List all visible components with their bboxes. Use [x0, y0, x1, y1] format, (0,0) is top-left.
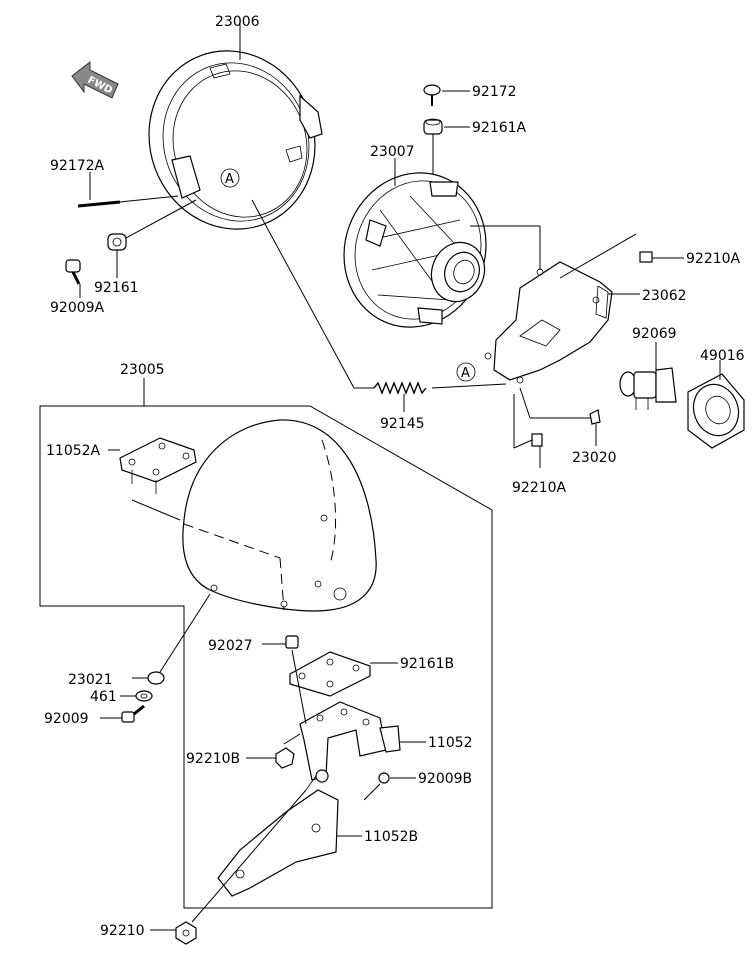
label-92161b: 92161B [400, 656, 454, 672]
label-92172: 92172 [472, 84, 517, 100]
label-92172a: 92172A [50, 158, 105, 174]
headlight-bracket [484, 261, 613, 384]
label-92027: 92027 [208, 638, 253, 654]
label-23062: 23062 [642, 288, 687, 304]
label-92161a: 92161A [472, 120, 527, 136]
label-23006: 23006 [215, 14, 260, 30]
grommet-92161 [107, 233, 127, 251]
washer-461 [135, 690, 153, 702]
label-11052: 11052 [428, 735, 473, 751]
label-92145: 92145 [380, 416, 425, 432]
spring-92145 [251, 199, 507, 395]
label-92009a: 92009A [50, 300, 105, 316]
clip-nut-92210a-bottom [531, 433, 543, 447]
label-11052b: 11052B [364, 829, 418, 845]
screw-92009 [121, 704, 145, 723]
grommet-92161a [423, 118, 443, 135]
cowl-assembly-outline [39, 378, 493, 909]
label-23007: 23007 [370, 144, 415, 160]
bracket-11052 [299, 701, 401, 781]
ref-mark-bracket: A [461, 366, 470, 381]
label-92009: 92009 [44, 711, 89, 727]
label-92210a-bottom: 92210A [512, 480, 567, 496]
plate-11052a [119, 437, 197, 494]
label-92161: 92161 [94, 280, 139, 296]
fwd-arrow-icon: FWD [71, 60, 119, 99]
socket-cover [687, 373, 745, 449]
screw-92009b [378, 772, 390, 784]
headlight-cowl [182, 419, 377, 612]
nut-92210b [275, 747, 295, 769]
stay-11052b [217, 769, 339, 897]
clip-nut-92210a-top [639, 251, 653, 263]
screw-92172a [77, 195, 179, 208]
collar-92027 [285, 635, 299, 649]
ref-mark-rim: A [225, 172, 234, 187]
label-11052a: 11052A [46, 443, 101, 459]
headlight-rim [148, 50, 323, 230]
label-23020: 23020 [572, 450, 617, 466]
headlight-unit [343, 172, 487, 328]
plate-92161b [289, 651, 371, 697]
label-23005: 23005 [120, 362, 165, 378]
label-92210: 92210 [100, 923, 145, 939]
grommet-23021 [147, 671, 165, 685]
label-92009b: 92009B [418, 771, 472, 787]
screw-92172 [423, 84, 441, 106]
label-92210a-top: 92210A [686, 251, 741, 267]
label-461: 461 [90, 689, 117, 705]
label-92210b: 92210B [186, 751, 240, 767]
label-92069: 92069 [632, 326, 677, 342]
label-23021: 23021 [68, 672, 113, 688]
clip-23020 [589, 409, 601, 425]
screw-92009a [65, 259, 81, 285]
headlight-bulb [619, 367, 677, 410]
nut-92210 [175, 921, 197, 945]
label-49016: 49016 [700, 348, 745, 364]
